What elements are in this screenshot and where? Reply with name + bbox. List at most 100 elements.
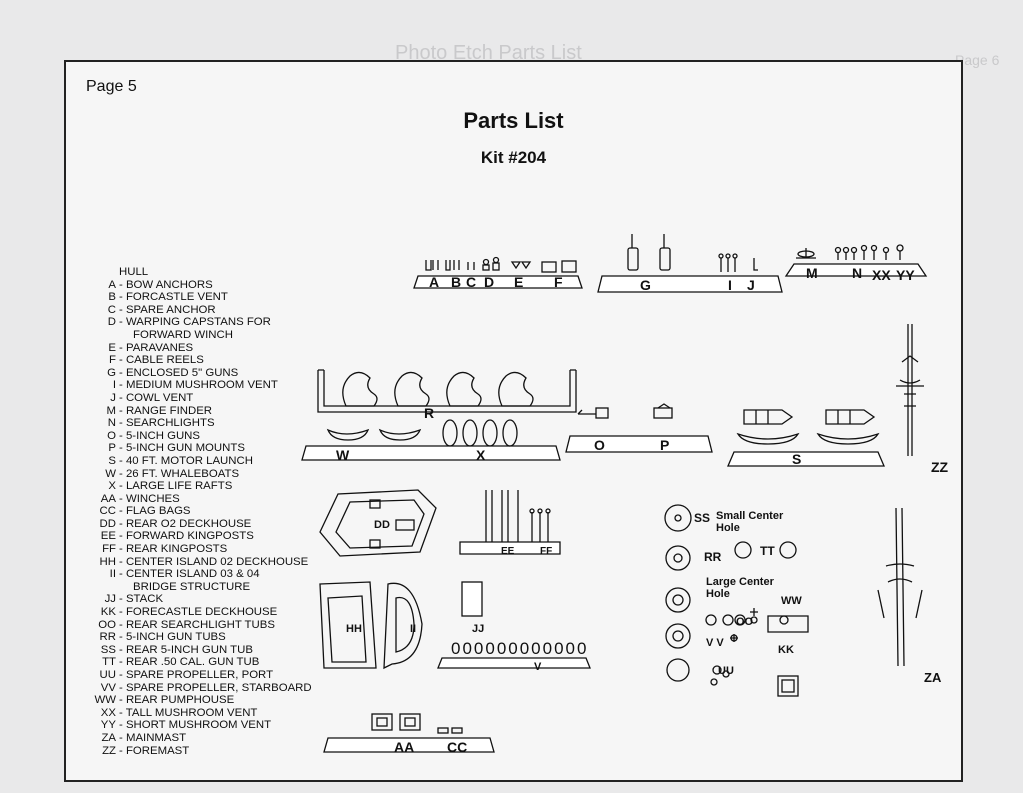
- kit-number: Kit #204: [480, 148, 547, 167]
- legend-code: E: [108, 341, 116, 354]
- part-label-r: R: [424, 405, 434, 421]
- fret-aa-cc: [323, 713, 495, 753]
- legend-code: II: [109, 568, 116, 581]
- part-label-w: W: [336, 447, 350, 463]
- legend-item: EE- FORWARD KINGPOSTS: [86, 530, 312, 543]
- legend-description: - ENCLOSED 5" GUNS: [119, 366, 239, 379]
- part-label-s: S: [792, 451, 801, 467]
- legend-code: UU: [99, 669, 116, 681]
- legend-item: D- WARPING CAPSTANS FOR: [86, 316, 312, 329]
- legend-description: BRIDGE STRUCTURE: [133, 580, 251, 593]
- legend-code: J: [110, 391, 116, 404]
- legend-description: - CENTER ISLAND 02 DECKHOUSE: [119, 555, 309, 568]
- legend-item: AA- WINCHES: [86, 493, 312, 506]
- legend-item: VV- SPARE PROPELLER, STARBOARD: [86, 682, 312, 695]
- legend-description: - 40 FT. MOTOR LAUNCH: [119, 454, 253, 467]
- legend-item: F- CABLE REELS: [86, 354, 312, 367]
- legend-item: XX- TALL MUSHROOM VENT: [86, 707, 312, 720]
- legend-description: - WINCHES: [119, 492, 180, 505]
- legend-item: J- COWL VENT: [86, 392, 312, 405]
- legend-description: - REAR 5-INCH GUN TUB: [119, 643, 253, 656]
- legend-item: OO- REAR SEARCHLIGHT TUBS: [86, 619, 312, 632]
- legend-code: CC: [99, 505, 116, 518]
- legend-description: - SPARE PROPELLER, STARBOARD: [119, 681, 312, 694]
- part-label-ww: WW: [781, 595, 802, 607]
- deckhouse-dd: [319, 489, 437, 557]
- legend-code: JJ: [104, 593, 116, 606]
- legend-item: II- CENTER ISLAND 03 & 04: [86, 568, 312, 581]
- legend-code: SS: [100, 643, 116, 656]
- legend-code: C: [107, 303, 116, 316]
- legend-item: BRIDGE STRUCTURE: [86, 581, 312, 594]
- part-label-ii: II: [410, 623, 416, 635]
- legend-item: JJ- STACK: [86, 593, 312, 606]
- legend-description: - LARGE LIFE RAFTS: [119, 480, 233, 493]
- legend-code: YY: [100, 719, 116, 732]
- legend-code: X: [108, 480, 116, 493]
- legend-item: YY- SHORT MUSHROOM VENT: [86, 719, 312, 732]
- part-label-j: J: [747, 277, 755, 293]
- part-label-i: I: [728, 277, 732, 293]
- fret-a-f: [413, 256, 583, 289]
- legend-description: HULL: [119, 266, 149, 278]
- legend-item: HULL: [86, 266, 312, 279]
- parts-diagram: A B C D E F G I J M N XX YY R W X O P S …: [301, 234, 949, 755]
- legend-description: - REAR O2 DECKHOUSE: [119, 517, 252, 530]
- legend-item: TT- REAR .50 CAL. GUN TUB: [86, 656, 312, 669]
- legend-code: RR: [99, 631, 116, 644]
- legend-description: - MEDIUM MUSHROOM VENT: [119, 379, 278, 392]
- part-label-rr: RR: [704, 550, 722, 564]
- legend-code: I: [112, 379, 116, 392]
- part-label-a: A: [429, 274, 439, 290]
- legend-code: ZA: [101, 731, 116, 744]
- legend-description: - FORCASTLE VENT: [119, 291, 228, 304]
- part-label-o: O: [594, 437, 605, 453]
- part-label-xx: XX: [872, 267, 891, 283]
- foremast-zz: [896, 324, 924, 456]
- legend-description: - SEARCHLIGHTS: [119, 417, 215, 430]
- legend-code: KK: [100, 606, 116, 619]
- legend-description: - WARPING CAPSTANS FOR: [119, 316, 271, 329]
- legend-item: E- PARAVANES: [86, 342, 312, 355]
- small-center-hole-note: Small Center Hole: [716, 510, 784, 534]
- fret-g-i-j: [597, 234, 783, 293]
- legend-code: S: [108, 454, 116, 467]
- legend-code: VV: [100, 681, 116, 694]
- legend-description: - SHORT MUSHROOM VENT: [119, 719, 272, 732]
- legend-code: B: [108, 291, 116, 304]
- legend-item: X- LARGE LIFE RAFTS: [86, 480, 312, 493]
- legend-item: ZA- MAINMAST: [86, 732, 312, 745]
- fret-s: [727, 409, 885, 467]
- legend-code: AA: [100, 492, 116, 505]
- part-label-yy: YY: [896, 267, 915, 283]
- legend-item: O- 5-INCH GUNS: [86, 430, 312, 443]
- part-label-hh: HH: [346, 623, 362, 635]
- part-label-zz: ZZ: [931, 459, 949, 475]
- legend-item: I- MEDIUM MUSHROOM VENT: [86, 379, 312, 392]
- legend-code: D: [107, 316, 116, 329]
- legend-description: - CENTER ISLAND 03 & 04: [119, 568, 260, 581]
- part-label-n: N: [852, 265, 862, 281]
- legend-description: FORWARD WINCH: [133, 328, 233, 341]
- legend-description: - COWL VENT: [119, 391, 194, 404]
- fret-r: [317, 369, 577, 413]
- bleed-through-page-label: Page 6: [955, 52, 1000, 68]
- legend-item: G- ENCLOSED 5" GUNS: [86, 367, 312, 380]
- page-title: Parts List: [463, 108, 564, 133]
- deckhouses-hh-ii: [319, 581, 423, 670]
- legend-code: DD: [99, 517, 116, 530]
- legend-item: S- 40 FT. MOTOR LAUNCH: [86, 455, 312, 468]
- legend-description: - FORWARD KINGPOSTS: [119, 530, 254, 543]
- stack-jj-fret-v: [437, 581, 591, 669]
- legend-item: C- SPARE ANCHOR: [86, 304, 312, 317]
- part-label-oo: OO: [736, 616, 754, 628]
- legend-description: - 5-INCH GUN MOUNTS: [119, 442, 245, 455]
- part-label-za: ZA: [924, 670, 942, 685]
- part-label-p: P: [660, 437, 669, 453]
- legend-item: FORWARD WINCH: [86, 329, 312, 342]
- legend-description: - REAR .50 CAL. GUN TUB: [119, 656, 260, 669]
- legend-code: WW: [94, 694, 116, 707]
- legend-item: CC- FLAG BAGS: [86, 505, 312, 518]
- legend-code: ZZ: [102, 744, 116, 757]
